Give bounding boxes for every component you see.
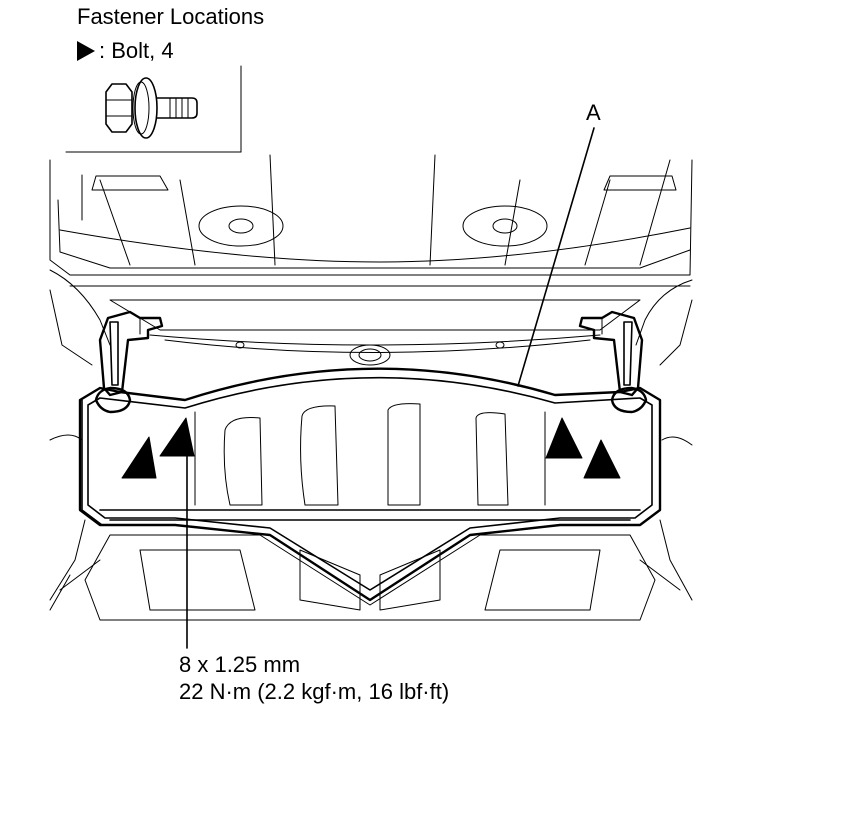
vehicle-underbody <box>49 154 693 611</box>
diagram-title: Fastener Locations <box>77 4 265 29</box>
bolt-marker-icon <box>121 436 157 479</box>
undercover-plate <box>59 367 681 621</box>
bolt-size-spec: 8 x 1.25 mm <box>179 652 301 677</box>
bolt-marker-icon <box>545 417 583 459</box>
bolt-marker-icon <box>159 417 195 457</box>
torque-spec: 22 N·m (2.2 kgf·m, 16 lbf·ft) <box>179 679 450 704</box>
callout-a-label: A <box>586 100 601 125</box>
bolt-icon <box>105 77 198 139</box>
legend-text: : Bolt, 4 <box>99 38 174 63</box>
callout-a-leader-line <box>517 127 595 387</box>
bolt-marker-icon <box>77 41 95 61</box>
fastener-legend: : Bolt, 4 <box>77 38 174 64</box>
right-mounting-bracket <box>578 310 661 526</box>
bolt-markers <box>121 417 621 479</box>
bolt-marker-icon <box>583 439 621 479</box>
left-mounting-bracket <box>81 310 164 526</box>
fastener-legend-box <box>65 65 242 153</box>
